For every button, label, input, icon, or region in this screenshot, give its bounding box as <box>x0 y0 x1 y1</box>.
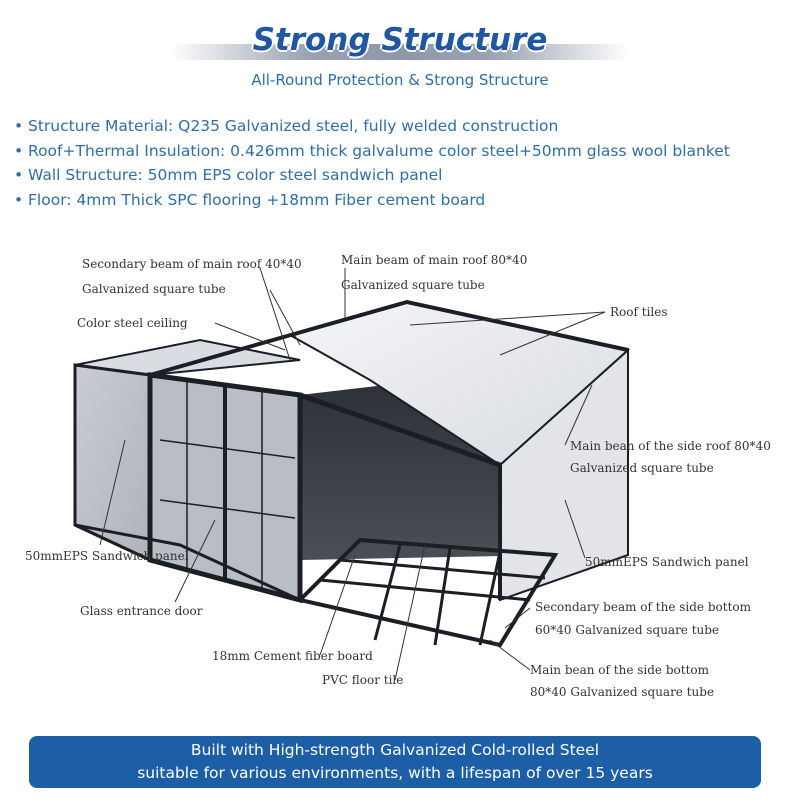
floor-grid <box>478 551 502 646</box>
spec-item: •Roof+Thermal Insulation: 0.426mm thick … <box>14 139 730 164</box>
leader-line <box>504 607 531 629</box>
label-secondary-roof-beam: Galvanized square tube <box>82 282 226 296</box>
bullet-icon: • <box>14 141 24 160</box>
spec-item: •Wall Structure: 50mm EPS color steel sa… <box>14 163 730 188</box>
footer-banner: Built with High-strength Galvanized Cold… <box>29 736 761 788</box>
front-top-beam <box>299 392 501 468</box>
label-secondary-roof-beam: Secondary beam of main roof 40*40 <box>82 257 302 271</box>
label-eps-right: 50mmEPS Sandwich panel <box>585 555 749 569</box>
title-underline-bar <box>170 44 630 60</box>
floor-grid <box>319 578 531 602</box>
label-roof-tiles: Roof tiles <box>610 305 668 319</box>
label-side-bottom-main: Main bean of the side bottom <box>530 663 710 677</box>
spec-text: Roof+Thermal Insulation: 0.426mm thick g… <box>28 141 730 160</box>
label-cement-board: 18mm Cement fiber board <box>212 649 373 663</box>
label-side-roof-beam: Galvanized square tube <box>570 461 714 475</box>
spec-item: •Structure Material: Q235 Galvanized ste… <box>14 114 730 139</box>
label-pvc-tile: PVC floor tile <box>322 673 403 687</box>
floor-grid <box>373 544 402 641</box>
spec-list: •Structure Material: Q235 Galvanized ste… <box>14 114 730 212</box>
leader-line <box>99 439 126 546</box>
label-main-roof-beam: Main beam of main roof 80*40 <box>341 253 527 267</box>
bullet-icon: • <box>14 166 24 184</box>
spec-item: •Floor: 4mm Thick SPC flooring +18mm Fib… <box>14 188 730 213</box>
leader-line <box>499 311 606 356</box>
left-floor-frame <box>74 523 301 602</box>
floor-grid <box>433 547 452 646</box>
footer-line-1: Built with High-strength Galvanized Cold… <box>190 741 600 759</box>
page-subtitle: All-Round Protection & Strong Structure <box>251 71 549 89</box>
leader-line <box>269 289 301 346</box>
label-side-bottom-secondary: Secondary beam of the side bottom <box>535 600 752 614</box>
spec-text: Wall Structure: 50mm EPS color steel san… <box>28 166 443 184</box>
leader-line <box>174 519 216 603</box>
door-transom <box>159 439 296 459</box>
leader-line <box>319 554 356 656</box>
bullet-icon: • <box>14 190 24 209</box>
page-title: Strong Structure <box>252 22 548 58</box>
label-side-bottom-main: 80*40 Galvanized square tube <box>530 685 714 699</box>
label-eps-left: 50mmEPS Sandwich panel <box>25 549 189 563</box>
label-side-roof-beam: Main bean of the side roof 80*40 <box>570 439 771 453</box>
label-glass-door: Glass entrance door <box>80 604 203 618</box>
leader-line <box>259 267 291 361</box>
container-house-diagram: Secondary beam of main roof 40*40 Galvan… <box>25 253 771 699</box>
footer-line-2: suitable for various environments, with … <box>137 764 653 782</box>
floor-grid <box>339 558 546 580</box>
leader-line <box>409 311 606 326</box>
leader-line <box>489 639 531 671</box>
bullet-icon: • <box>14 117 24 135</box>
label-main-roof-beam: Galvanized square tube <box>341 278 485 292</box>
leader-lines <box>99 267 606 681</box>
leader-line <box>214 322 286 351</box>
spec-text: Structure Material: Q235 Galvanized stee… <box>28 117 559 135</box>
leader-line <box>564 499 586 559</box>
leader-line <box>394 544 426 681</box>
door-transom <box>159 499 296 519</box>
spec-text: Floor: 4mm Thick SPC flooring +18mm Fibe… <box>28 190 486 209</box>
leader-line <box>564 384 593 446</box>
label-ceiling: Color steel ceiling <box>77 316 188 330</box>
main-roof-beam <box>149 299 629 377</box>
label-side-bottom-secondary: 60*40 Galvanized square tube <box>535 623 719 637</box>
